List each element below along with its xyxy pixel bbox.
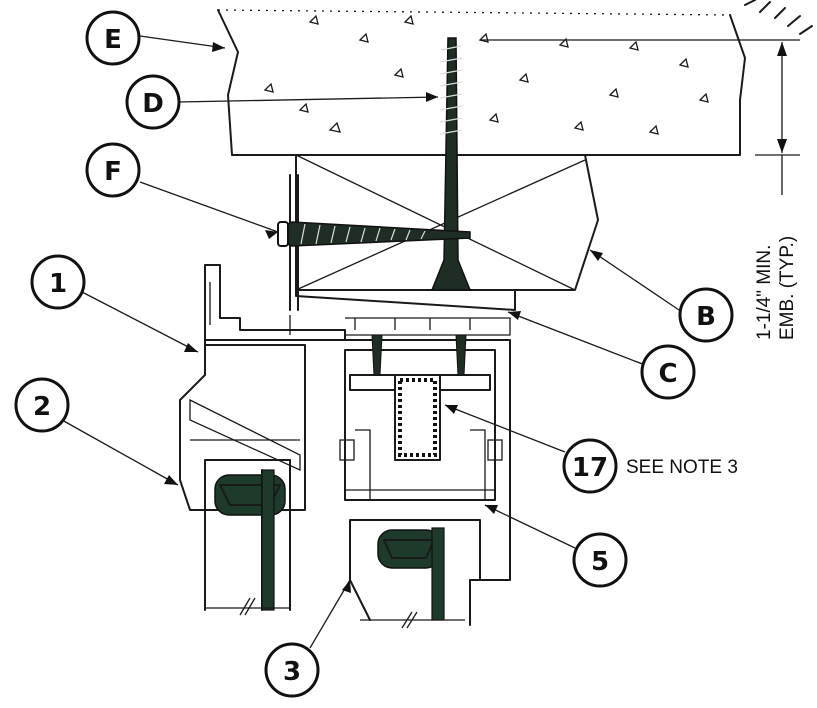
operable-sash — [329, 339, 511, 629]
callout-label-e: E — [104, 25, 122, 55]
callout-b: B — [678, 287, 734, 343]
anchor-screw-f — [277, 221, 471, 247]
callout-5: 5 — [572, 532, 628, 588]
shim — [295, 289, 516, 311]
callout-2: 2 — [14, 377, 70, 433]
callout-label-5: 5 — [591, 547, 609, 577]
callout-c: C — [640, 344, 696, 400]
callout-17: 17 — [562, 438, 618, 494]
callout-d: D — [125, 74, 181, 130]
concrete-aggregate — [263, 14, 709, 135]
callout-label-17: 17 — [572, 453, 608, 483]
anchor-screw-d — [430, 37, 472, 291]
callout-label-f: F — [104, 157, 122, 187]
callout-f: F — [85, 142, 141, 198]
main-frame — [179, 264, 511, 511]
sash-screws — [371, 334, 467, 376]
fixed-sash — [204, 459, 291, 616]
callout-e: E — [85, 10, 141, 66]
embedment-dimension — [480, 39, 800, 195]
concrete-substrate — [217, 9, 746, 156]
callout-1: 1 — [30, 254, 86, 310]
callout-label-d: D — [142, 89, 164, 119]
callout-3: 3 — [264, 642, 320, 698]
wood-buck — [295, 154, 599, 291]
wall-hatch-marks — [744, 0, 813, 35]
see-note-text: SEE NOTE 3 — [626, 457, 738, 478]
callout-label-1: 1 — [49, 269, 67, 299]
callout-label-2: 2 — [33, 392, 51, 422]
dimension-text-line1: 1-1/4" MIN. — [754, 245, 775, 340]
callout-label-c: C — [658, 359, 677, 389]
weatherstrips — [339, 439, 503, 461]
callout-label-3: 3 — [283, 657, 301, 687]
callout-label-b: B — [696, 302, 716, 332]
leader-lines — [61, 35, 683, 649]
arrow-heads — [164, 42, 603, 593]
dimension-text-line2: EMB. (TYP.) — [777, 236, 798, 340]
